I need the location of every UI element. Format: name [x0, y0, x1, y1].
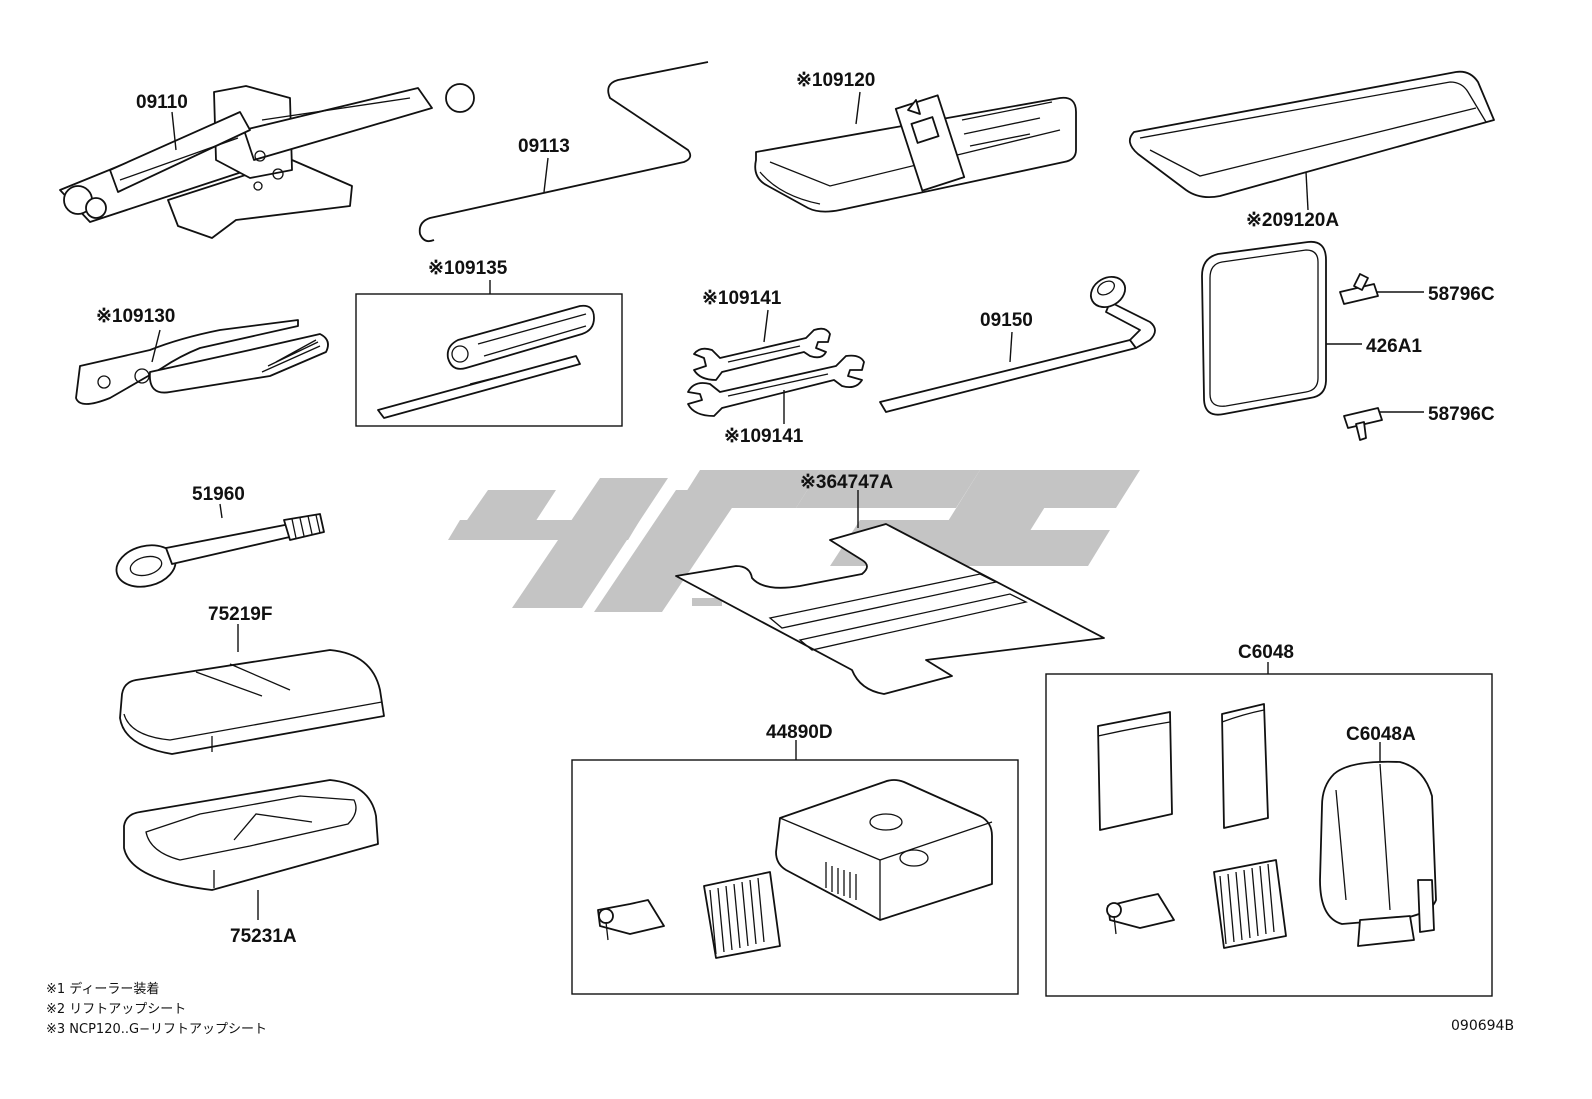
wrench-lower — [687, 354, 865, 417]
label-09113: 09113 — [518, 136, 570, 157]
label-64747a: ※364747A — [800, 472, 893, 493]
label-09141-upper: ※109141 — [702, 288, 782, 309]
towing-eye — [115, 513, 325, 588]
label-c6048: C6048 — [1238, 642, 1294, 663]
pliers — [75, 319, 329, 405]
screwdriver-set — [355, 293, 623, 427]
clip-upper — [1339, 273, 1379, 305]
jack-handle — [418, 61, 709, 243]
lift-up-sheet — [675, 523, 1105, 695]
footnote-1: ※1 ディーラー装着 — [46, 982, 160, 997]
leader-lines — [151, 91, 1424, 920]
frame-426a1 — [1201, 240, 1327, 416]
wrench-upper — [693, 327, 831, 381]
label-09150: 09150 — [980, 310, 1033, 331]
lug-wrench — [879, 276, 1156, 413]
lift-up-sheet-bag — [1128, 70, 1495, 199]
label-09135: ※109135 — [428, 258, 508, 279]
label-09110: 09110 — [136, 92, 188, 113]
diagram-code: 090694B — [1451, 1018, 1515, 1034]
part-labels: 09110 09113 ※109120 ※209120A ※109135 ※10… — [96, 70, 1495, 947]
label-09141-lower: ※109141 — [724, 426, 804, 447]
footnote-3: ※3 NCP120..G−リフトアップシート — [46, 1022, 267, 1037]
repair-kit-c6048 — [1045, 673, 1493, 997]
label-44890d: 44890D — [766, 722, 833, 743]
repair-kit-44890d — [571, 759, 1019, 995]
label-58796c-upper: 58796C — [1428, 284, 1495, 305]
tray-base — [123, 779, 379, 891]
footnote-2: ※2 リフトアップシート — [46, 1002, 187, 1017]
label-09130: ※109130 — [96, 306, 175, 327]
tool-bag — [754, 94, 1077, 213]
scissor-jack — [59, 83, 475, 239]
label-75219f: 75219F — [208, 604, 272, 625]
label-09120a: ※209120A — [1246, 210, 1339, 231]
label-426a1: 426A1 — [1366, 336, 1422, 357]
tray-lid — [119, 649, 385, 755]
label-75231a: 75231A — [230, 926, 297, 947]
label-51960: 51960 — [192, 484, 245, 505]
label-58796c-lower: 58796C — [1428, 404, 1495, 425]
label-c6048a: C6048A — [1346, 724, 1416, 745]
clip-lower — [1343, 407, 1383, 441]
label-09120: ※109120 — [796, 70, 875, 91]
